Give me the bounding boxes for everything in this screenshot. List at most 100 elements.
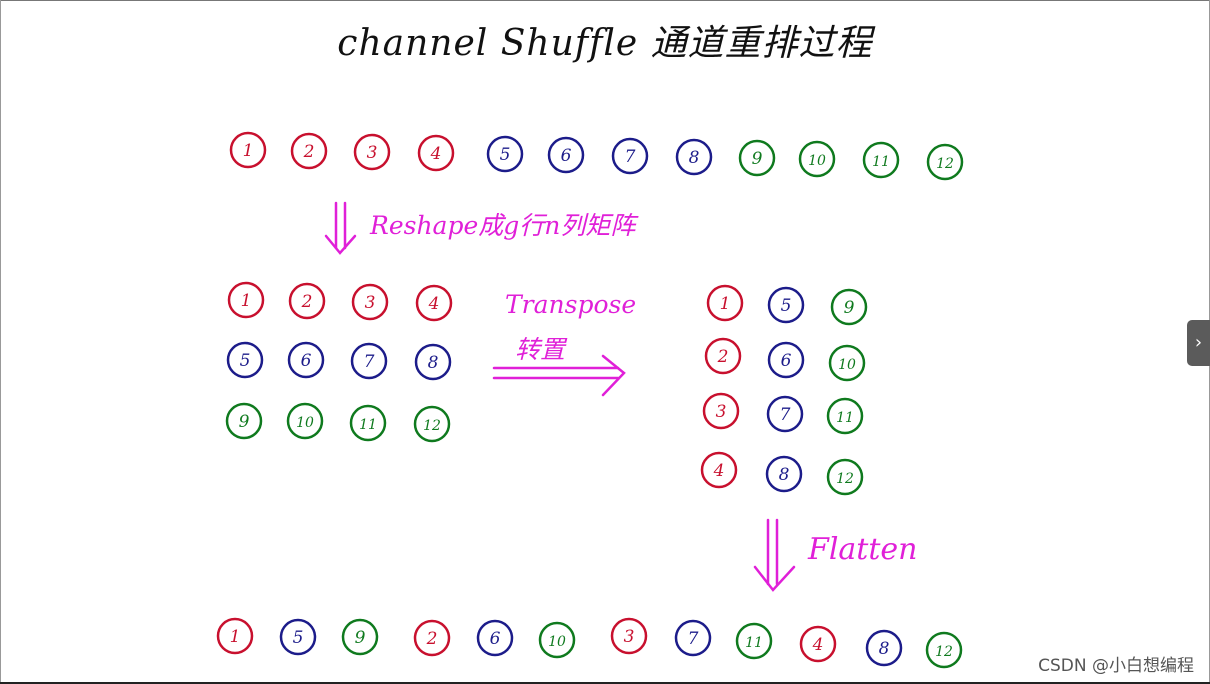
transposed-channel: 11 xyxy=(826,397,864,435)
channel-circle xyxy=(767,341,805,379)
channel-circle xyxy=(826,397,864,435)
page-title: channel Shuffle 通道重排过程 xyxy=(337,23,873,64)
channel-number: 2 xyxy=(426,629,438,649)
channel-number: 1 xyxy=(230,627,241,647)
channel-circle xyxy=(738,139,776,177)
original-channel: 9 xyxy=(738,139,776,177)
flattened-channel: 3 xyxy=(610,617,648,655)
channel-circle xyxy=(538,621,576,659)
reshaped-channel: 6 xyxy=(287,341,325,379)
channel-number: 1 xyxy=(243,141,254,161)
channel-number: 7 xyxy=(688,629,699,649)
channel-number: 12 xyxy=(936,156,954,172)
flattened-channel: 2 xyxy=(413,619,451,657)
channel-number: 5 xyxy=(781,296,792,316)
channel-circle xyxy=(674,619,712,657)
channel-circle xyxy=(414,343,452,381)
channel-circle xyxy=(216,617,254,655)
channel-number: 5 xyxy=(240,351,251,371)
channel-circle xyxy=(286,402,324,440)
channel-number: 11 xyxy=(745,635,763,651)
transpose-cn-label: 转置 xyxy=(515,335,566,364)
top-border xyxy=(0,0,1210,1)
channel-circle xyxy=(288,282,326,320)
watermark: CSDN @小白想编程 xyxy=(1038,656,1194,676)
transposed-channel: 5 xyxy=(767,286,805,324)
reshaped-channel: 9 xyxy=(225,402,263,440)
channel-circle xyxy=(486,135,524,173)
channel-number: 10 xyxy=(548,634,566,650)
reshaped-channel: 11 xyxy=(349,404,387,442)
channel-number: 6 xyxy=(301,351,312,371)
flattened-channel: 11 xyxy=(735,622,773,660)
channel-circle xyxy=(417,134,455,172)
original-channel: 11 xyxy=(862,141,900,179)
original-channel: 7 xyxy=(611,137,649,175)
flattened-channel: 1 xyxy=(216,617,254,655)
channel-circle xyxy=(353,133,391,171)
flatten-label: Flatten xyxy=(808,532,918,567)
transposed-channel: 7 xyxy=(766,395,804,433)
original-channel: 4 xyxy=(417,134,455,172)
channel-number: 2 xyxy=(301,292,313,312)
flattened-channel: 8 xyxy=(865,629,903,667)
channel-number: 7 xyxy=(780,405,791,425)
channel-number: 7 xyxy=(625,147,636,167)
channel-circle xyxy=(287,341,325,379)
channel-number: 9 xyxy=(844,298,855,318)
transposed-channel: 8 xyxy=(765,455,803,493)
channel-circle xyxy=(415,284,453,322)
transposed-channel: 10 xyxy=(828,344,866,382)
flattened-channel: 4 xyxy=(799,625,837,663)
channel-circle xyxy=(226,341,264,379)
original-channel: 3 xyxy=(353,133,391,171)
chevron-right-icon: › xyxy=(1194,332,1203,353)
channel-circle xyxy=(476,619,514,657)
flatten-arrow xyxy=(753,518,796,592)
channel-number: 9 xyxy=(239,412,250,432)
side-expand-button[interactable]: › xyxy=(1187,320,1210,366)
channel-circle xyxy=(798,140,836,178)
channel-number: 4 xyxy=(430,144,442,164)
channel-circle xyxy=(279,618,317,656)
channel-number: 11 xyxy=(359,417,377,433)
channel-circle xyxy=(766,395,804,433)
channel-circle xyxy=(349,404,387,442)
transposed-channel: 1 xyxy=(706,284,744,322)
channel-circle xyxy=(826,458,864,496)
transposed-channel: 12 xyxy=(826,458,864,496)
flattened-channel: 5 xyxy=(279,618,317,656)
flattened-channel: 10 xyxy=(538,621,576,659)
original-channel: 12 xyxy=(926,143,964,181)
channel-number: 6 xyxy=(490,629,501,649)
channel-number: 8 xyxy=(689,148,700,168)
channel-circle xyxy=(925,631,963,669)
channel-circle xyxy=(799,625,837,663)
channel-circle xyxy=(706,284,744,322)
transposed-channel: 3 xyxy=(702,392,740,430)
channel-number: 2 xyxy=(303,142,315,162)
channel-circle xyxy=(767,286,805,324)
channel-number: 12 xyxy=(935,644,953,660)
channel-circle xyxy=(290,132,328,170)
bottom-border xyxy=(0,682,1210,684)
original-channel: 10 xyxy=(798,140,836,178)
transposed-channel: 9 xyxy=(830,288,868,326)
reshaped-channel: 7 xyxy=(350,342,388,380)
reshaped-channel: 10 xyxy=(286,402,324,440)
channel-circle xyxy=(675,138,713,176)
channel-number: 3 xyxy=(716,402,727,422)
channel-circle xyxy=(413,619,451,657)
channel-circle xyxy=(350,342,388,380)
channel-number: 10 xyxy=(296,415,314,431)
channel-circle xyxy=(341,618,379,656)
channel-circle xyxy=(227,281,265,319)
channel-number: 4 xyxy=(713,461,725,481)
transpose-label: Transpose xyxy=(505,290,637,319)
channel-number: 12 xyxy=(423,418,441,434)
channel-circle xyxy=(702,392,740,430)
channel-number: 6 xyxy=(561,146,572,166)
transpose-arrow xyxy=(492,354,626,397)
